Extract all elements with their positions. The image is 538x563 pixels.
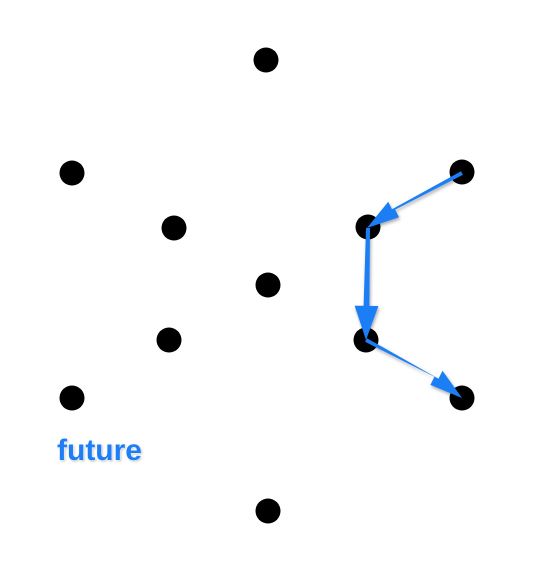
dot-inner-upper-left bbox=[161, 215, 187, 241]
dot-lower-left bbox=[59, 385, 85, 411]
arrow-inner-lower-right-to-lower-right bbox=[365, 338, 462, 398]
dot-top bbox=[253, 47, 279, 73]
dot-upper-right bbox=[449, 159, 475, 185]
dot-bottom bbox=[255, 498, 281, 524]
dot-inner-lower-left bbox=[156, 327, 182, 353]
future-label: future bbox=[57, 434, 142, 467]
dot-upper-left bbox=[59, 160, 85, 186]
dot-center bbox=[255, 272, 281, 298]
arrow-upper-right-to-inner-upper-right bbox=[367, 171, 463, 228]
arrow-inner-upper-right-to-inner-lower-right bbox=[354, 228, 379, 340]
